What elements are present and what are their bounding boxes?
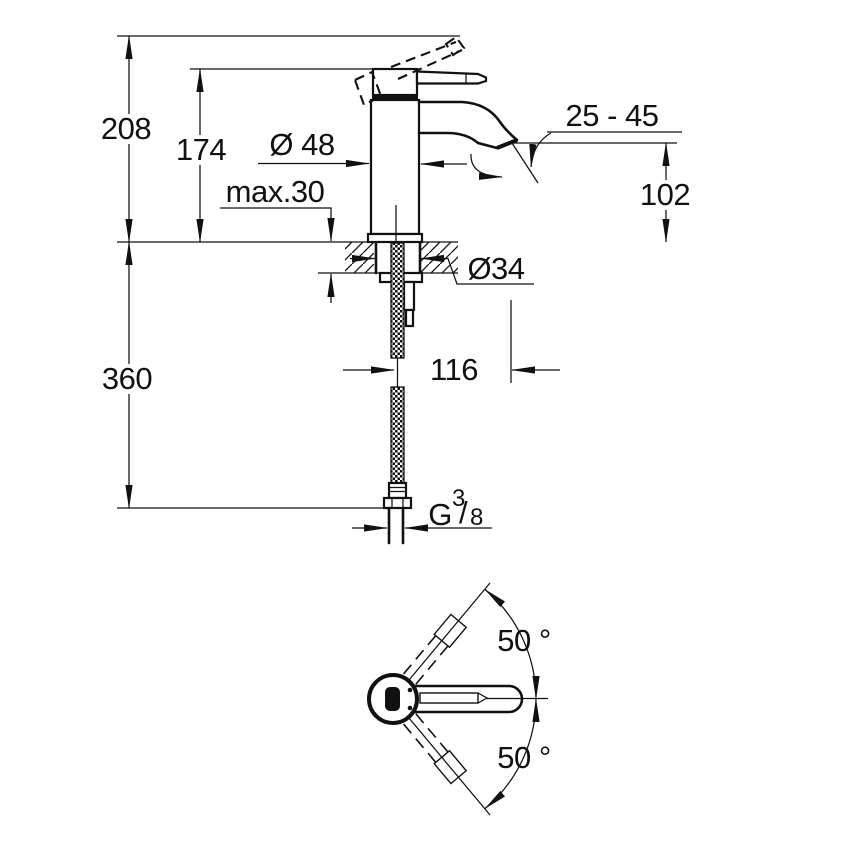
angle-arc-lower <box>484 698 540 810</box>
dimension-outlet-height-102: 102 <box>511 142 696 243</box>
front-view: 208 174 Ø 48 max.30 25 - 45 <box>97 35 696 545</box>
cap-center-mark <box>385 687 400 711</box>
thread-slash: / <box>459 495 468 530</box>
dim-d34-label: Ø34 <box>467 251 524 286</box>
dim-102-label: 102 <box>640 177 690 212</box>
thread-letter: G <box>428 497 452 532</box>
angle-50-lower-label: 50 ° <box>497 740 551 775</box>
spout <box>417 100 539 184</box>
g38-union-nut <box>382 496 413 510</box>
dim-208-label: 208 <box>101 111 151 146</box>
dimension-height-174: 174 <box>172 68 230 243</box>
supply-pipe <box>387 506 405 545</box>
outlet-plane-line <box>511 142 539 184</box>
detail-dot-lower <box>407 705 413 711</box>
dimension-body-diameter-48: Ø 48 <box>258 127 467 168</box>
faucet-body <box>353 35 539 244</box>
thread-sup: 3 <box>452 485 465 512</box>
angle-arc-upper <box>484 588 540 700</box>
swivel-limit-line-lower <box>408 717 491 816</box>
dimension-spout-reach-116: 116 <box>343 300 560 387</box>
second-hose-stub-end <box>404 308 415 328</box>
dim-d48-label: Ø 48 <box>269 127 334 162</box>
angle-50-upper-label: 50 ° <box>497 623 551 658</box>
dimension-deck-thickness-max30: max.30 <box>220 174 335 303</box>
top-view: 50 ° 50 ° <box>367 582 551 816</box>
mounting-shank-and-hose <box>374 241 424 545</box>
dim-174-label: 174 <box>176 132 226 167</box>
detail-dot-upper <box>407 687 413 693</box>
dim-116-label: 116 <box>430 352 478 387</box>
flex-hose-lower <box>390 386 405 484</box>
dimension-shank-diameter-34: Ø34 <box>350 251 534 286</box>
lever-raised-phantom <box>353 35 466 107</box>
dim-25-45-label: 25 - 45 <box>565 98 658 133</box>
dimension-hose-length-360: 360 <box>97 241 158 509</box>
lever-inner-detail <box>419 692 548 704</box>
dim-max30-label: max.30 <box>226 174 325 209</box>
dim-360-label: 360 <box>102 361 152 396</box>
body-base <box>366 232 424 244</box>
dimension-overall-height-208: 208 <box>97 35 155 243</box>
spout-outlet-face <box>496 138 518 150</box>
lever-handle <box>415 70 488 85</box>
second-hose-stub <box>402 280 416 312</box>
swivel-limit-line-upper <box>408 582 491 681</box>
dimension-thread-g38: G 3 / 8 <box>352 485 492 532</box>
thread-sub: 8 <box>470 504 483 531</box>
dimension-aerator-range-25-45: 25 - 45 <box>529 98 682 168</box>
flow-direction-arrow <box>470 153 503 180</box>
cap-joint-band <box>372 95 418 100</box>
flex-hose-upper <box>390 242 405 359</box>
hose-end-fitting <box>387 481 408 500</box>
body-column <box>369 98 421 236</box>
